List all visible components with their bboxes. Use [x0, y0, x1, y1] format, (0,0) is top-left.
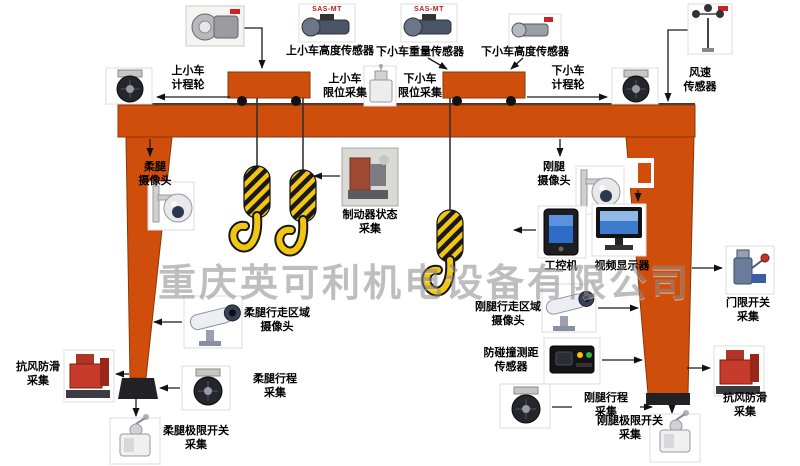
trolley-limit-switch-image [363, 64, 397, 107]
lower-trolley [442, 71, 526, 106]
sensor-model-badge-2: SAS-MT [414, 6, 444, 13]
lower-trolley-weight-sensor-image [400, 3, 458, 43]
video-monitor-image [591, 203, 647, 257]
label-lower-trolley-height-sensor: 下小车高度传感器 [481, 46, 569, 58]
label-industrial-pc: 工控机 [544, 260, 578, 272]
label-rigid-leg-travel: 刚腿行程 采集 [584, 392, 628, 419]
rigid-leg-limit-switch-image [649, 410, 701, 463]
flex-leg-limit-switch-image [109, 414, 161, 465]
label-rigid-leg-limit-switch: 刚腿极限开关 采集 [597, 415, 663, 442]
anti-slip-device-left-image [63, 349, 115, 403]
rigid-leg-travel-wheel-image [499, 383, 551, 429]
industrial-pc-image [537, 205, 587, 259]
label-anti-slip-right: 抗风防滑 采集 [723, 392, 767, 419]
flex-leg-travel-wheel-image [181, 365, 231, 411]
anti-collision-sensor-image [543, 337, 601, 385]
label-rigid-leg-area-camera: 刚腿行走区域 摄像头 [475, 301, 541, 328]
upper-trolley-distance-wheel-image [105, 67, 153, 105]
label-lower-trolley-weight-sensor: 下小车重量传感器 [376, 46, 464, 58]
label-door-limit-switch: 门限开关 采集 [726, 297, 770, 324]
label-video-display: 视频显示器 [594, 260, 650, 272]
hook-middle [274, 98, 317, 257]
label-flex-leg-travel: 柔腿行程 采集 [253, 373, 297, 400]
sensor-model-badge-1: SAS-MT [312, 6, 342, 13]
label-wind-speed-sensor: 风速 传感器 [683, 67, 717, 94]
rigid-leg-foot [646, 393, 690, 405]
connector-lines [115, 27, 723, 417]
encoder-image [185, 5, 245, 47]
label-upper-trolley-height-sensor: 上小车高度传感器 [286, 45, 374, 57]
rigid-leg-camera-image [575, 165, 625, 215]
brake-status-image [341, 147, 399, 207]
label-anti-slip-left: 抗风防滑 采集 [16, 361, 60, 388]
label-upper-trolley-distance-wheel: 上小车 计程轮 [171, 65, 205, 92]
flex-leg-camera-image [147, 181, 195, 231]
anti-slip-device-right-image [713, 345, 765, 397]
door-limit-switch-image [725, 245, 775, 295]
lower-trolley-distance-wheel-image [611, 67, 659, 105]
label-flex-leg-area-camera: 柔腿行走区域 摄像头 [244, 307, 310, 334]
flex-leg-area-camera-image [183, 295, 243, 349]
label-flex-leg-limit-switch: 柔腿极限开关 采集 [163, 425, 229, 452]
label-brake-status: 制动器状态 采集 [342, 209, 398, 236]
rigid-leg-area-camera-image [541, 283, 597, 333]
label-anti-collision-sensor: 防碰撞测距 传感器 [483, 347, 539, 374]
label-lower-trolley-distance-wheel: 下小车 计程轮 [551, 65, 585, 92]
lower-trolley-height-sensor-image [508, 13, 562, 49]
label-rigid-leg-camera: 刚腿 摄像头 [537, 161, 571, 188]
wind-speed-sensor-image [687, 3, 733, 55]
label-upper-trolley-limit: 上小车 限位采集 [323, 73, 367, 100]
upper-trolley [227, 71, 311, 106]
upper-trolley-height-sensor-image [298, 3, 356, 43]
label-lower-trolley-limit: 下小车 限位采集 [398, 73, 442, 100]
label-flex-leg-camera: 柔腿 摄像头 [138, 161, 172, 188]
hook-right [421, 98, 464, 297]
hook-left [228, 98, 271, 253]
flex-leg-foot [118, 378, 158, 399]
